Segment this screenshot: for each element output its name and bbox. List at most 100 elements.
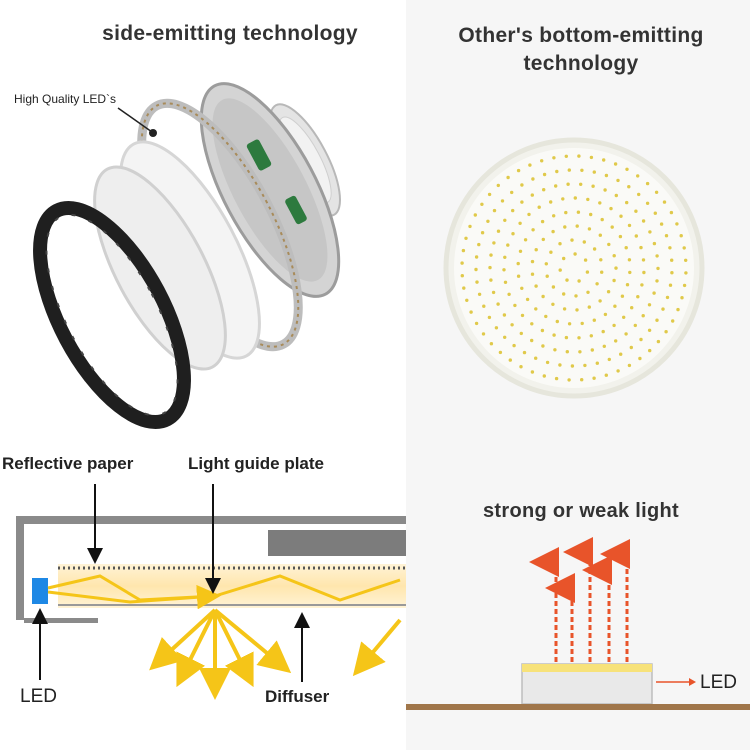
led-dot <box>554 184 558 188</box>
led-dot <box>627 223 632 228</box>
led-dot <box>607 242 611 247</box>
led-dot <box>552 214 556 218</box>
led-dot <box>544 314 548 319</box>
led-array-disk <box>443 137 705 399</box>
led-dot <box>486 219 490 223</box>
led-dot <box>659 222 664 226</box>
led-dot <box>627 258 632 262</box>
led-dot <box>503 335 507 339</box>
led-dot <box>513 303 517 308</box>
led-dot <box>555 319 559 324</box>
led-dot <box>641 219 646 223</box>
led-dot <box>612 278 616 283</box>
led-dot <box>668 246 672 250</box>
led-dot <box>542 374 546 378</box>
led-dot <box>537 205 541 209</box>
light-guide-disk <box>93 165 227 371</box>
led-dot <box>551 229 555 234</box>
led-dot <box>503 280 508 284</box>
led-dot <box>506 175 510 180</box>
led-dot <box>628 270 632 275</box>
led-dot <box>573 252 577 256</box>
led-dot <box>534 307 538 311</box>
led-dot <box>634 234 638 238</box>
led-dot <box>567 168 571 172</box>
led-dot <box>670 258 674 262</box>
led-dot <box>480 231 485 235</box>
led-dot <box>598 299 602 303</box>
led-dot <box>558 363 562 367</box>
led-dot <box>489 342 494 346</box>
exploded-view-illustration <box>33 82 341 430</box>
led-dot <box>582 240 586 244</box>
led-dot <box>636 174 640 178</box>
led-dot <box>503 218 507 222</box>
led-dot <box>614 193 618 198</box>
led-dot <box>541 294 545 299</box>
led-dot <box>592 376 596 380</box>
led-dot <box>577 154 581 158</box>
led-dot <box>510 323 514 327</box>
led-dot <box>561 197 565 201</box>
led-dot <box>562 292 566 296</box>
led-dot <box>665 295 670 300</box>
led-dot <box>520 313 525 318</box>
led-dot <box>589 334 593 338</box>
led-dot <box>540 219 545 224</box>
led-dot <box>525 297 530 302</box>
led-dot <box>598 201 602 205</box>
led-dot <box>565 278 569 282</box>
black-front-ring <box>33 200 191 430</box>
led-dot <box>465 298 469 302</box>
led-dot <box>614 339 618 343</box>
led-dot <box>562 256 566 261</box>
led-dot <box>549 200 553 204</box>
rear-cover <box>268 530 406 556</box>
led-dot <box>648 348 652 353</box>
led-dot <box>589 212 593 217</box>
led-dot <box>564 154 568 158</box>
led-dot <box>551 302 555 306</box>
led-dot <box>474 255 479 259</box>
led-dot <box>625 200 629 205</box>
led-dot <box>530 259 535 264</box>
led-dot <box>647 303 652 307</box>
led-dot <box>552 156 556 160</box>
led-dot <box>469 310 473 314</box>
led-dot <box>676 307 680 312</box>
led-dot <box>489 253 493 257</box>
led-dot <box>519 365 523 369</box>
led-dot <box>477 242 481 247</box>
light-guide-plate-label: Light guide plate <box>188 454 324 473</box>
led-dot-grid <box>460 154 688 382</box>
led-dot <box>464 236 468 240</box>
led-dot <box>531 177 535 181</box>
strong-weak-title: strong or weak light <box>482 500 680 522</box>
led-dot <box>496 183 500 188</box>
led-dot <box>580 378 584 382</box>
led-dot <box>664 234 669 238</box>
led-dot <box>602 344 606 348</box>
housing-frame <box>16 516 406 620</box>
led-dot <box>531 228 535 232</box>
ground-surface <box>406 704 750 710</box>
led-dot <box>604 373 608 377</box>
led-dot <box>564 210 568 215</box>
led-dot <box>492 208 497 213</box>
led-puck-label: LED <box>700 672 737 693</box>
led-dot <box>616 369 620 373</box>
led-dot <box>652 241 657 246</box>
led-dot <box>503 255 507 259</box>
led-dot <box>527 212 531 217</box>
driver-board <box>246 139 272 171</box>
led-dot <box>564 335 569 340</box>
led-dot <box>534 356 538 360</box>
led-dot <box>587 305 591 309</box>
led-dot <box>520 183 524 187</box>
led-dot <box>462 286 466 290</box>
led-dot <box>475 280 479 284</box>
led-dot <box>607 357 611 362</box>
led-dot <box>541 237 545 242</box>
led-dot <box>474 321 479 326</box>
led-dot <box>600 217 604 222</box>
